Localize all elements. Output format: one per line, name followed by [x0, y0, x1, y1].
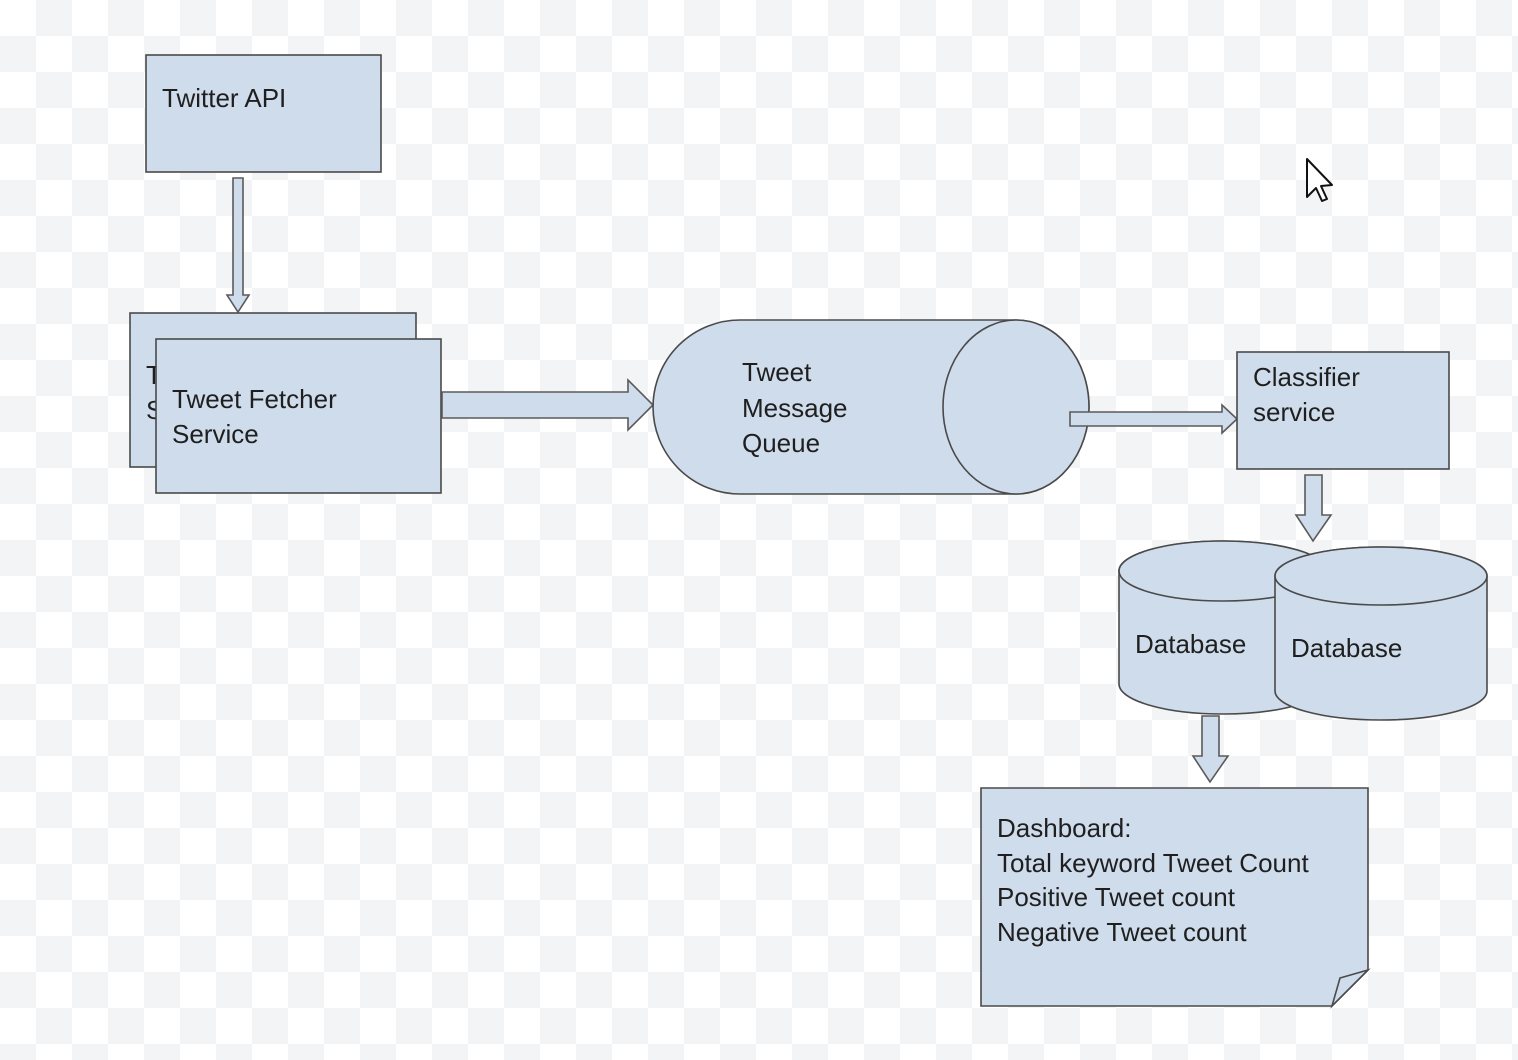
dashboard-label-line-4: Negative Tweet count [997, 917, 1247, 947]
arrow-queue-to-classifier [1069, 403, 1239, 435]
dashboard-label-line-2: Total keyword Tweet Count [997, 848, 1309, 878]
tweet-fetcher-node[interactable]: Tweet Fetcher Service [155, 338, 442, 494]
dashboard-node[interactable]: Dashboard: Total keyword Tweet Count Pos… [980, 787, 1371, 1009]
mouse-pointer-icon [1306, 158, 1333, 202]
database-2-label: Database [1291, 633, 1402, 663]
arrow-classifier-to-database [1294, 474, 1333, 543]
classifier-label-line-1: Classifier [1253, 362, 1360, 392]
fetcher-label-line-1: Tweet Fetcher [172, 384, 337, 414]
arrow-api-to-fetcher [225, 177, 251, 314]
database-2-node[interactable]: Database [1274, 546, 1488, 721]
fetcher-label-line-2: Service [172, 419, 259, 449]
arrow-fetcher-to-queue [441, 378, 655, 432]
arrow-database-to-dashboard [1191, 715, 1230, 784]
queue-label-line-2: Message [742, 393, 848, 423]
tweet-message-queue-node[interactable]: Tweet Message Queue [652, 319, 1090, 495]
queue-label-line-1: Tweet [742, 357, 812, 387]
database-1-label: Database [1135, 629, 1246, 659]
queue-label-line-3: Queue [742, 428, 820, 458]
twitter-api-label: Twitter API [162, 83, 286, 113]
classifier-service-node[interactable]: Classifier service [1236, 351, 1450, 470]
classifier-label-line-2: service [1253, 397, 1335, 427]
dashboard-label-line-1: Dashboard: [997, 813, 1131, 843]
dashboard-label-line-3: Positive Tweet count [997, 882, 1236, 912]
twitter-api-node[interactable]: Twitter API [145, 54, 382, 173]
